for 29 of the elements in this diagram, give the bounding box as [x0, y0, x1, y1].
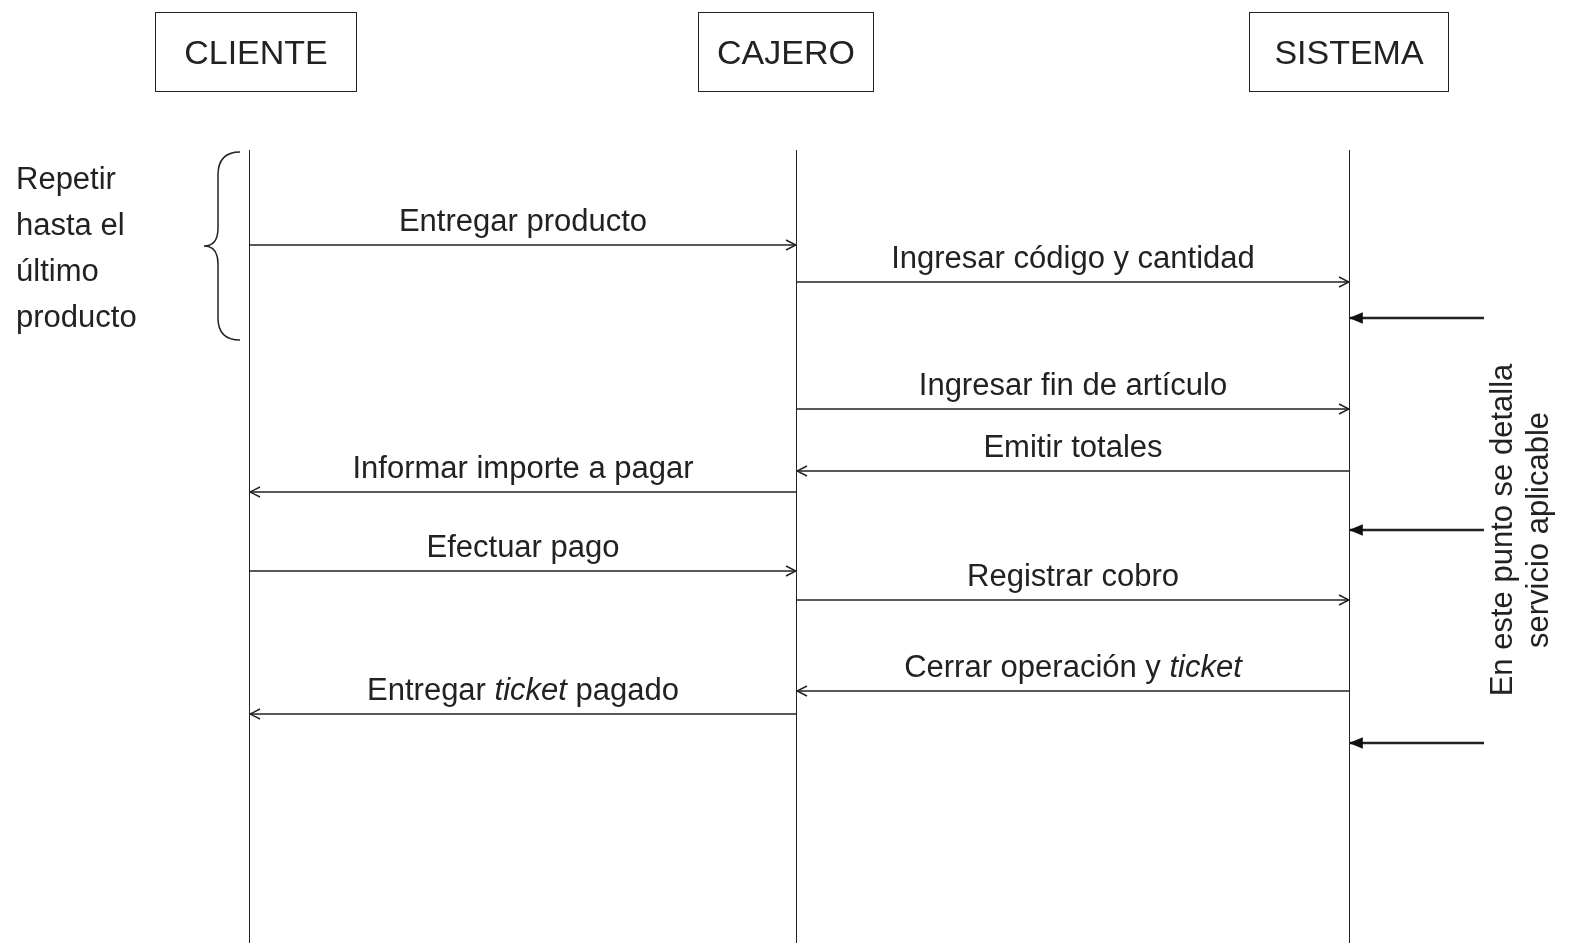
- side-note: En este punto se detalla servicio aplicable: [1484, 350, 1556, 710]
- arrow: [249, 708, 797, 720]
- lifeline: [1349, 150, 1350, 943]
- message-label: Cerrar operación y ticket: [904, 649, 1242, 685]
- participant-box: CLIENTE: [155, 12, 357, 92]
- message-label: Registrar cobro: [967, 558, 1179, 594]
- arrow: [796, 594, 1350, 606]
- arrow: [796, 276, 1350, 288]
- arrow: [249, 486, 797, 498]
- message-label: Entregar producto: [398, 203, 648, 239]
- arrow: [796, 685, 1350, 697]
- arrow: [249, 239, 797, 251]
- arrow: [796, 403, 1350, 415]
- message-label: Entregar ticket pagado: [367, 672, 679, 708]
- message-label: Efectuar pago: [426, 529, 620, 565]
- lifeline: [249, 150, 250, 943]
- message-label: Emitir totales: [983, 429, 1163, 465]
- message-label: Informar importe a pagar: [352, 450, 694, 486]
- lifeline: [796, 150, 797, 943]
- message-label: Ingresar código y cantidad: [891, 240, 1255, 276]
- message-label: Ingresar fin de artículo: [918, 367, 1228, 403]
- arrow: [1348, 524, 1484, 536]
- arrow: [1348, 737, 1484, 749]
- arrow: [249, 565, 797, 577]
- participant-box: SISTEMA: [1249, 12, 1449, 92]
- arrow: [796, 465, 1350, 477]
- arrow: [1348, 312, 1484, 324]
- loop-note: Repetir hasta el último producto: [16, 160, 138, 336]
- participant-box: CAJERO: [698, 12, 874, 92]
